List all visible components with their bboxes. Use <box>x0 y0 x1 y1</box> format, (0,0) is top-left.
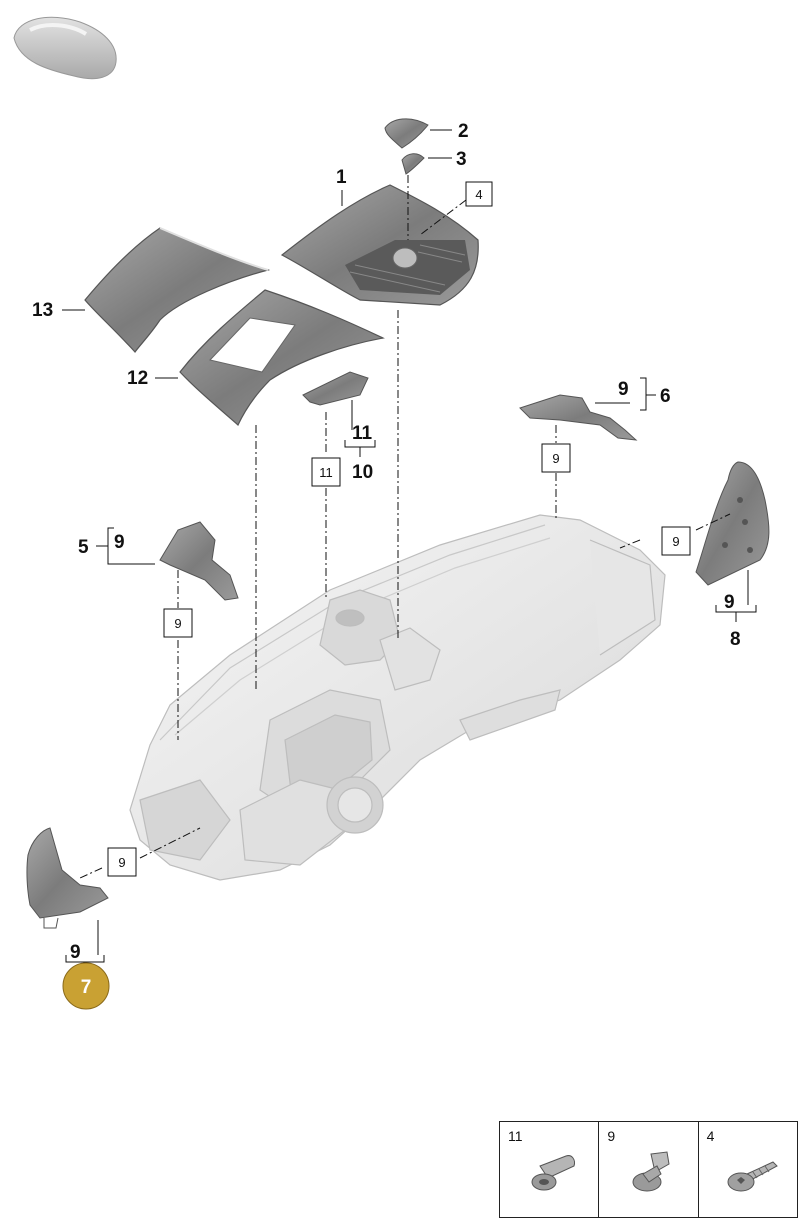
part-6-side-trim[interactable] <box>519 394 638 441</box>
callout-3[interactable]: 3 <box>456 149 467 170</box>
callout-6[interactable]: 6 <box>660 386 671 407</box>
ref-box-9-c-label: 9 <box>174 616 181 631</box>
part-10-trim-bracket[interactable] <box>302 371 369 406</box>
part-3-cover-trim[interactable] <box>401 153 425 175</box>
legend-number: 11 <box>508 1128 523 1144</box>
blind-rivet-icon <box>531 1155 575 1191</box>
fastener-legend: 11 9 4 <box>499 1121 798 1218</box>
callout-9-on-6[interactable]: 9 <box>618 379 629 400</box>
ref-box-9-c[interactable]: 9 <box>163 608 193 638</box>
callout-13[interactable]: 13 <box>32 300 53 321</box>
callout-7-highlighted[interactable]: 7 <box>62 962 110 1010</box>
ref-box-4-label: 4 <box>475 187 482 202</box>
part-1-center-vent-panel[interactable] <box>280 184 479 306</box>
callout-5[interactable]: 5 <box>78 537 89 558</box>
part-8-end-cap[interactable] <box>695 461 770 586</box>
callout-9-on-8[interactable]: 9 <box>724 592 735 613</box>
ref-box-9-b[interactable]: 9 <box>661 526 691 556</box>
torx-screw-icon <box>727 1161 778 1192</box>
part-5-side-trim[interactable] <box>159 521 239 601</box>
legend-number: 9 <box>607 1128 616 1144</box>
callout-labels: 2 3 1 13 12 11 10 9 6 5 9 9 8 9 <box>32 121 741 963</box>
vehicle-thumbnail-icon <box>13 16 117 80</box>
ref-box-9-d-label: 9 <box>118 855 125 870</box>
callout-12[interactable]: 12 <box>127 368 148 389</box>
leader-lines <box>62 129 757 967</box>
part-13-trim-panel[interactable] <box>84 227 271 353</box>
dashboard-carrier <box>129 514 666 881</box>
callout-9-on-7[interactable]: 9 <box>70 942 81 963</box>
ref-box-9-b-label: 9 <box>672 534 679 549</box>
ref-box-9-d[interactable]: 9 <box>107 847 137 877</box>
legend-cell-screw[interactable]: 4 <box>699 1122 797 1217</box>
ref-box-4[interactable]: 4 <box>465 181 493 207</box>
ref-box-9-a[interactable]: 9 <box>541 443 571 473</box>
part-12-frame-panel[interactable] <box>179 289 385 426</box>
legend-number: 4 <box>706 1128 715 1144</box>
ref-box-11-label: 11 <box>319 465 333 480</box>
callout-8[interactable]: 8 <box>730 629 741 650</box>
callout-2[interactable]: 2 <box>458 121 469 142</box>
callout-7-label: 7 <box>81 977 92 998</box>
callout-10[interactable]: 10 <box>352 462 373 483</box>
part-7-end-cap[interactable] <box>26 827 109 929</box>
part-2-cover-cap[interactable] <box>384 118 429 149</box>
callout-11-on-10[interactable]: 11 <box>352 423 373 444</box>
callout-9-on-5[interactable]: 9 <box>114 532 125 553</box>
ref-box-11[interactable]: 11 <box>311 457 341 487</box>
ref-box-9-a-label: 9 <box>552 451 559 466</box>
assembly-lines <box>79 175 731 879</box>
legend-cell-rivet[interactable]: 11 <box>500 1122 600 1217</box>
expanding-clip-icon <box>632 1151 670 1192</box>
legend-cell-clip[interactable]: 9 <box>599 1122 699 1217</box>
callout-1[interactable]: 1 <box>336 167 347 188</box>
